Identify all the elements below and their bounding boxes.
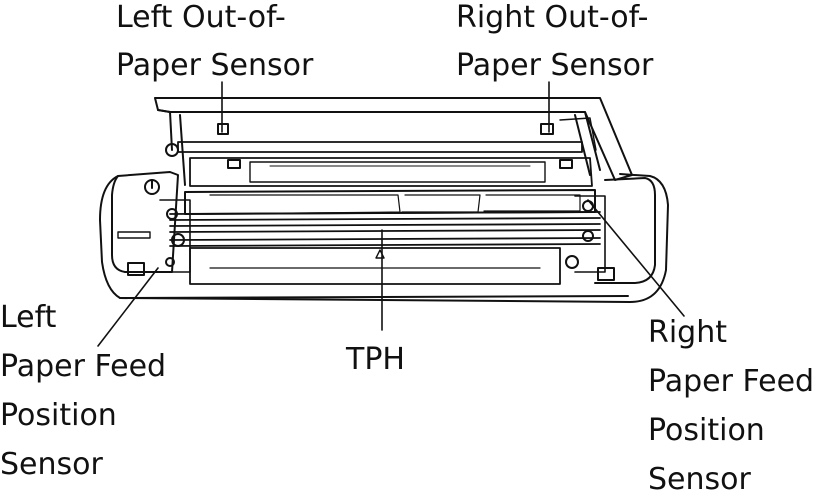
label-tph: TPH [346,342,405,377]
label-right-paper-feed-position-sensor: Right Paper Feed Position Sensor [648,315,815,497]
printer-base [99,171,669,303]
platen-assembly [159,117,606,285]
leader-right-feed [587,199,685,317]
right-out-of-paper-sensor [540,123,573,169]
left-out-of-paper-sensor [217,123,241,169]
label-left-paper-feed-position-sensor: Left Paper Feed Position Sensor [0,300,167,482]
leader-lines [97,81,685,347]
leader-left-feed [97,267,159,347]
label-right-out-of-paper-sensor: Right Out-of- Paper Sensor [456,0,654,83]
label-left-out-of-paper-sensor: Left Out-of- Paper Sensor [116,0,314,83]
printer-lid [154,97,633,187]
